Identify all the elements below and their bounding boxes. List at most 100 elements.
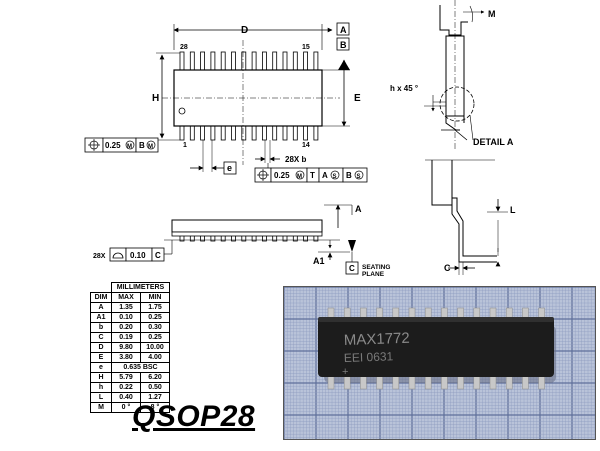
table-cell-max: 0.22 xyxy=(111,382,141,393)
pin-28-label: 28 xyxy=(180,44,188,51)
table-cell-dim: e xyxy=(90,362,112,373)
photo-pin xyxy=(376,374,383,390)
seating-plane-line1: SEATING xyxy=(362,264,390,271)
detail-a-callout xyxy=(439,86,475,122)
detail-a-label: DETAIL A xyxy=(473,137,514,147)
table-cell-min: 1.75 xyxy=(140,302,170,313)
table-cell-max: 0.10 xyxy=(111,312,141,323)
table-cell-min: 4.00 xyxy=(140,352,170,363)
dim-a1-label: A1 xyxy=(313,256,325,266)
photo-pin xyxy=(457,374,464,390)
bottom-pin xyxy=(220,125,226,141)
fcf-bottom-datum-t: T xyxy=(310,171,315,180)
top-pin xyxy=(189,51,195,71)
fcf-position-left: 0.25 M B M xyxy=(84,137,159,153)
table-cell-min: 0.50 xyxy=(140,382,170,393)
table-cell-dim: M xyxy=(90,402,112,413)
table-cell-dim: C xyxy=(90,332,112,343)
photo-pin xyxy=(441,374,448,390)
top-pin xyxy=(313,51,319,71)
top-view-pins-top xyxy=(179,51,319,71)
top-pin xyxy=(200,51,206,71)
bottom-pin xyxy=(179,125,185,141)
dim-e-label: E xyxy=(354,93,361,104)
seating-datum-c: C xyxy=(349,264,355,273)
package-caption: QSOP28 xyxy=(132,400,256,433)
photo-pin xyxy=(505,374,513,390)
pin1-dot xyxy=(178,107,186,115)
table-cell-min: 8 ° xyxy=(140,402,170,413)
table-cell-dim: A1 xyxy=(90,312,112,323)
photo-pin xyxy=(522,374,529,390)
table-col-max: MAX xyxy=(111,292,141,303)
table-cell-max: 9.80 xyxy=(111,342,141,353)
table-cell-min: 10.00 xyxy=(140,342,170,353)
fcf-bottom-datum-b-mod: S xyxy=(357,174,361,180)
top-view-pins-bottom xyxy=(179,125,319,141)
fcf-bottom-mod: M xyxy=(297,174,302,180)
bottom-pin xyxy=(231,125,236,141)
photo-pin xyxy=(408,374,416,390)
fcf-bottom-tol: 0.25 xyxy=(274,171,290,180)
table-cell-dim: b xyxy=(90,322,112,333)
photo-pins-top xyxy=(327,307,545,321)
top-pin xyxy=(272,51,278,71)
bottom-pin xyxy=(210,125,216,141)
table-cell-span: 0.635 BSC xyxy=(111,362,170,373)
table-cell-dim: D xyxy=(90,342,112,353)
table-cell-max: 1.35 xyxy=(111,302,141,313)
fcf-bottom-datum-b: B xyxy=(346,171,352,180)
table-cell-dim: A xyxy=(90,302,112,313)
photo-pin xyxy=(473,374,481,390)
table-group-header: MILLIMETERS xyxy=(111,282,170,293)
table-cell-max: 5.79 xyxy=(111,372,141,383)
flatness-tol: 0.10 xyxy=(130,251,146,260)
angle-m-label: M xyxy=(488,9,496,19)
end-view: M h x 45 ° DETAIL A xyxy=(390,0,514,150)
table-cell-dim: E xyxy=(90,352,112,363)
photo-pin xyxy=(424,374,432,390)
dim-c-label: C xyxy=(444,263,451,273)
flatness-datum: C xyxy=(155,251,161,260)
bottom-pin xyxy=(292,125,298,141)
fcf-left-datum-mod: M xyxy=(148,144,153,150)
datum-a-box: A xyxy=(340,25,347,35)
pin-1-label: 1 xyxy=(183,142,187,149)
dim-d-label: D xyxy=(241,25,248,36)
fcf-bottom-datum-a: A xyxy=(322,171,328,180)
side-view-body xyxy=(171,219,323,233)
table-cell-min: 0.25 xyxy=(140,332,170,343)
chip-photo: MAX1772 EEI 0631 + xyxy=(283,286,596,440)
pin-15-label: 15 xyxy=(302,44,310,51)
photo-pin xyxy=(327,374,335,390)
photo-pin xyxy=(489,374,497,390)
table-cell-max: 0.19 xyxy=(111,332,141,343)
top-pin xyxy=(210,51,216,71)
table-cell-dim: H xyxy=(90,372,112,383)
detail-view: L C xyxy=(425,159,516,275)
top-pin xyxy=(261,51,267,71)
top-pin xyxy=(251,51,257,71)
top-pin xyxy=(303,51,309,71)
table-cell-min: 0.30 xyxy=(140,322,170,333)
photo-pin xyxy=(538,374,545,390)
photo-pin xyxy=(392,374,400,390)
side-view: A 28X 0.10 C A1 C SEATING PLANE xyxy=(93,204,390,278)
pitch-e-label: e xyxy=(227,163,232,173)
fcf-left-mod: M xyxy=(127,144,132,150)
photo-marking-line2: EEI 0631 xyxy=(344,349,394,365)
table-cell-min: 6.20 xyxy=(140,372,170,383)
fcf-position-bottom: 0.25 M T A S B S xyxy=(254,163,368,183)
top-pin xyxy=(231,51,236,71)
top-view: D A B 28 15 1 14 H E xyxy=(84,22,368,183)
top-pin xyxy=(292,51,298,71)
bottom-pin xyxy=(272,125,278,141)
dim-l-label: L xyxy=(510,205,516,215)
